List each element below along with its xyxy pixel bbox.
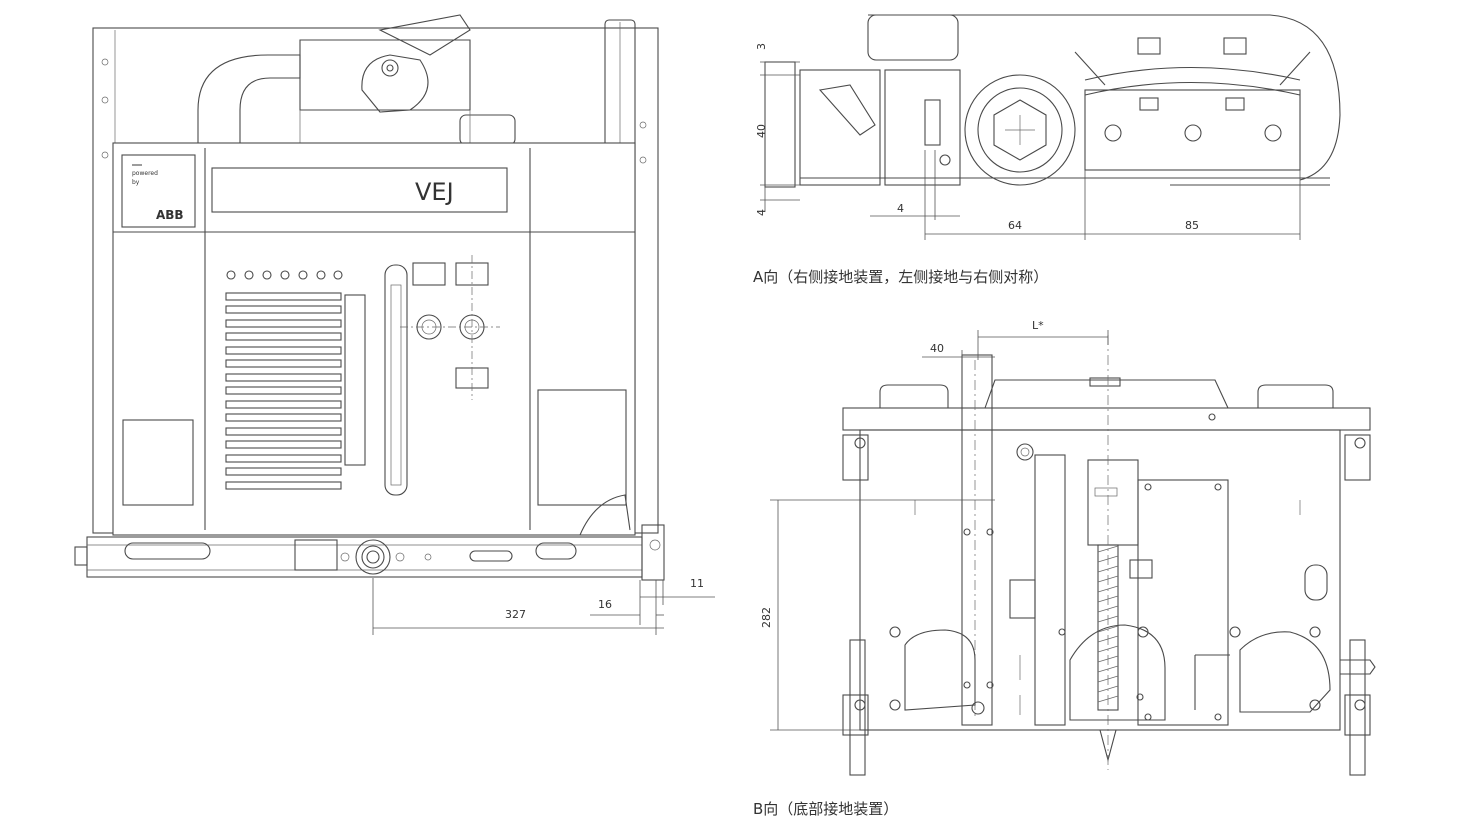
operating-head: [299, 39, 471, 111]
brand-line-2: by: [132, 179, 140, 186]
dim-11: 11: [690, 577, 704, 590]
ground-bar: [961, 354, 993, 726]
switch-block: [1087, 459, 1139, 546]
view-b-dimensions: L* 40 282: [760, 319, 1109, 731]
mechanism-plate: [1034, 454, 1066, 726]
control-counter: [412, 262, 446, 286]
indicator-lamps: [226, 270, 343, 280]
dim-a-85: 85: [1185, 219, 1199, 232]
right-window: [537, 389, 627, 506]
breaker-body: [112, 142, 636, 536]
dim-a-40: 40: [755, 124, 768, 138]
dim-b-40: 40: [930, 342, 944, 355]
dim-a-3: 3: [755, 43, 768, 50]
label-window: [211, 167, 508, 213]
view-b-top-frame: [842, 407, 1371, 431]
view-a-caption: A向（右侧接地装置，左侧接地与右侧对称）: [753, 268, 1049, 286]
dim-a-64: 64: [1008, 219, 1022, 232]
dim-b-282: 282: [760, 607, 773, 628]
right-wheel: [1239, 631, 1331, 713]
left-window: [122, 419, 194, 506]
grounding-lever: [818, 84, 876, 136]
racking-socket: [355, 539, 391, 575]
dim-l-star: L*: [1032, 319, 1044, 332]
dim-a-4v: 4: [755, 209, 768, 216]
dim-16: 16: [598, 598, 612, 611]
top-lever: [378, 14, 471, 56]
contact-block: [1084, 89, 1301, 171]
spring-clips: [1084, 67, 1301, 96]
front-dimensions: 327 16 11: [372, 577, 715, 635]
view-b-chassis: [859, 429, 1341, 731]
right-bracket: [1137, 479, 1229, 726]
center-wheel: [1069, 624, 1166, 721]
dim-327: 327: [505, 608, 526, 621]
hex-shaft: [964, 74, 1076, 186]
front-view: powered by ABB VEJ: [74, 14, 715, 635]
dim-a-4h: 4: [897, 202, 904, 215]
abb-logo: ABB: [156, 208, 184, 222]
brand-line-1: powered: [132, 170, 158, 177]
product-label: VEJ: [415, 178, 454, 206]
view-a: 3 40 4 4 64 85: [755, 14, 1341, 240]
view-a-dimensions: 3 40 4 4 64 85: [755, 43, 1301, 240]
left-wheel: [904, 629, 976, 711]
view-a-outline: [868, 14, 1341, 181]
vent-grille: [225, 292, 342, 490]
view-b: L* 40 282: [760, 319, 1376, 776]
brand-plate: [121, 154, 196, 228]
pipe-arm: [197, 54, 301, 143]
operating-handle: [384, 264, 408, 496]
view-b-caption: B向（底部接地装置）: [753, 800, 899, 818]
